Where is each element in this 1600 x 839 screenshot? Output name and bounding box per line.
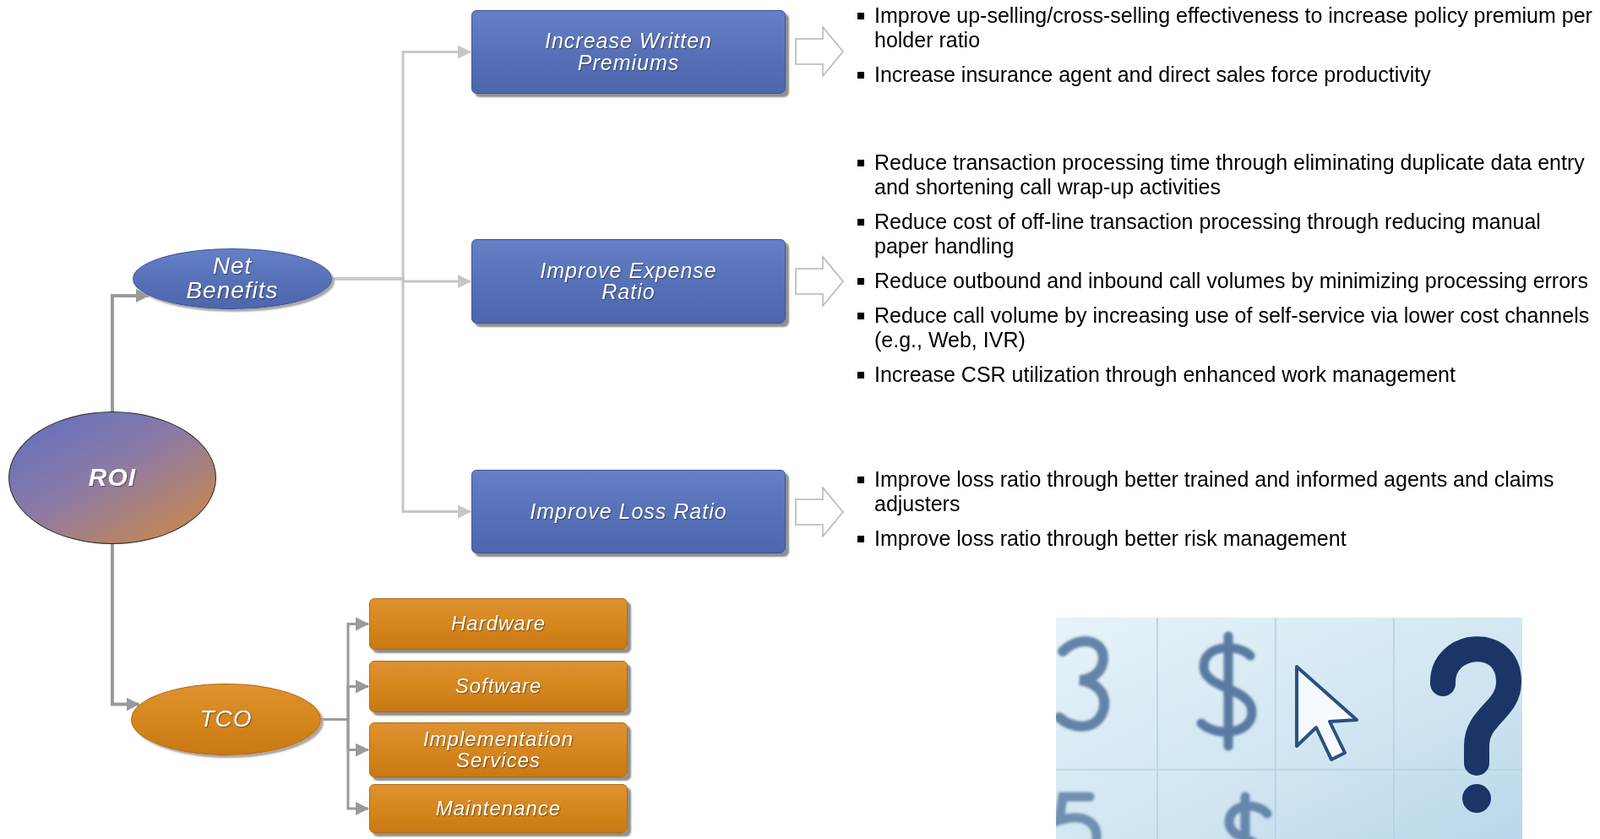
digit-shape [1059,641,1105,727]
photo-grid [1055,617,1523,839]
blurred-figures [1059,636,1268,839]
dollar-shape [1229,796,1268,839]
benefit-box: Improve Loss Ratio [471,469,786,554]
bullet-text: Reduce call volume by increasing use of … [874,303,1590,352]
question-dot [1462,783,1492,813]
node-label: TCO [199,707,252,732]
node-label: Improve Expense Ratio [517,260,740,304]
connector-arrow [321,686,369,720]
bullet-text: Increase insurance agent and direct sale… [874,62,1432,87]
roi-ellipse: ROI [8,411,217,545]
node-label: Hardware [451,613,546,634]
bullet-square [857,12,865,20]
bullet-item: Reduce outbound and inbound call volumes… [855,268,1594,294]
cursor-arrow [1296,666,1357,760]
node-label: Net Benefits [185,254,278,303]
digit-shape [1059,796,1097,839]
bullet-square [857,218,865,226]
node-label: Improve Loss Ratio [529,500,727,523]
cost-box: Implementation Services [369,722,628,778]
bullet-square [857,371,865,379]
bullet-item: Reduce transaction processing time throu… [855,150,1594,200]
dollar-shape [1201,636,1252,746]
benefits-ellipse: Net Benefits [132,248,332,310]
connector-arrow [112,295,149,412]
bullet-item: Improve up-selling/cross-selling effecti… [855,3,1594,53]
bullet-list: Reduce transaction processing time throu… [855,150,1594,387]
bullet-text: Increase CSR utilization through enhance… [874,362,1456,387]
connector-arrow [112,544,140,705]
bullet-text: Improve up-selling/cross-selling effecti… [874,3,1593,52]
bullet-item: Reduce cost of off-line transaction proc… [855,209,1594,259]
connector-arrow [321,719,369,810]
node-label: Increase Written Premiums [517,30,740,74]
connector-arrow [321,624,369,720]
bullet-text: Reduce outbound and inbound call volumes… [874,268,1589,293]
tco-ellipse: TCO [130,683,322,756]
node-label: ROI [88,464,137,491]
bullet-item: Increase insurance agent and direct sale… [855,62,1594,88]
bullet-text: Improve loss ratio through better risk m… [874,526,1347,550]
bullet-item: Reduce call volume by increasing use of … [855,303,1594,353]
connector-arrow [321,719,369,751]
benefit-box: Increase Written Premiums [471,10,786,94]
question-mark [1442,648,1509,763]
bullet-item: Increase CSR utilization through enhance… [855,362,1594,387]
money-question-photo [1055,617,1523,839]
benefit-box: Improve Expense Ratio [471,239,786,324]
hollow-block-arrow [795,256,844,306]
grid-line [1393,617,1395,839]
hollow-block-arrow [795,487,844,537]
bullet-square [857,277,865,285]
connector-arrow [331,52,471,280]
cost-box: Maintenance [369,783,628,833]
hollow-arrows [795,27,844,537]
hollow-block-arrow [795,27,844,77]
connector-arrow [331,278,471,512]
grid-line [1055,768,1523,771]
bullet-text: Improve loss ratio through better traine… [874,467,1555,516]
node-label: Maintenance [435,798,561,819]
cost-box: Hardware [369,598,628,650]
bullet-square [857,159,865,167]
grid-line [1274,617,1277,839]
bullet-text: Reduce transaction processing time throu… [874,150,1585,199]
bullet-square [857,312,865,320]
node-label: Implementation Services [401,729,596,771]
bullet-list: Improve up-selling/cross-selling effecti… [855,3,1594,88]
photo-ground [1055,617,1523,839]
node-label: Software [455,675,543,697]
bullet-square [857,535,865,543]
cost-box: Software [369,660,628,713]
bullet-item: Improve loss ratio through better risk m… [855,526,1594,551]
grid-line [1156,617,1159,839]
bullet-item: Improve loss ratio through better traine… [855,467,1594,517]
bullet-square [857,71,865,79]
bullet-text: Reduce cost of off-line transaction proc… [874,209,1541,258]
bullet-list: Improve loss ratio through better traine… [855,467,1594,551]
bullet-square [857,476,865,484]
